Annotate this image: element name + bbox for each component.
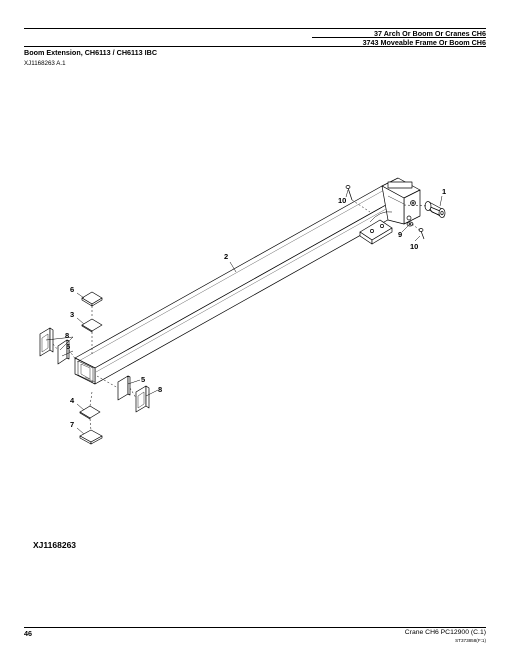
page-number: 46 — [24, 629, 32, 638]
callout-3: 3 — [70, 310, 74, 319]
header-divider — [312, 37, 486, 38]
callout-leaders — [45, 189, 443, 435]
boom-head-end — [381, 177, 421, 225]
bolt-lower — [418, 228, 425, 240]
side-pad-8-right — [135, 385, 150, 413]
figure-id: XJ1168263 — [33, 540, 77, 550]
callout-10-lower: 10 — [410, 242, 418, 251]
callout-labels: 1 2 6 3 8 5 5 8 4 7 10 9 10 — [65, 187, 446, 429]
header-top-rule — [24, 28, 486, 29]
callout-8-right: 8 — [158, 385, 162, 394]
section-title: Boom Extension, CH6113 / CH6113 IBC — [24, 48, 158, 57]
callout-7: 7 — [70, 420, 74, 429]
illustration-code: ST373858(F:1) — [455, 638, 486, 643]
callout-1: 1 — [442, 187, 446, 196]
callout-6: 6 — [70, 285, 74, 294]
callout-2: 2 — [224, 252, 228, 261]
side-shim-5-left — [57, 339, 70, 365]
callout-9: 9 — [398, 230, 402, 239]
catalog-reference: Crane CH6 PC12900 (C.1) — [404, 629, 486, 636]
header-bottom-rule — [24, 46, 486, 47]
shim-3 — [81, 318, 103, 333]
washer — [406, 221, 414, 227]
wear-pad-6 — [81, 291, 103, 307]
header-group-title: 37 Arch Or Boom Or Cranes CH6 — [374, 29, 486, 38]
mount-plate — [359, 211, 393, 245]
side-pad-8-left — [39, 327, 54, 357]
header-subgroup-title: 3743 Moveable Frame Or Boom CH6 — [362, 38, 486, 47]
section-reference: XJ1168263 A.1 — [24, 60, 66, 67]
boom-tube — [74, 185, 403, 385]
callout-5-right: 5 — [141, 375, 145, 384]
callout-8-left: 8 — [65, 331, 69, 340]
callout-5-left: 5 — [66, 342, 70, 351]
assembly-guide-lines — [52, 199, 429, 431]
pivot-pin — [424, 201, 446, 218]
bolt-upper — [345, 185, 353, 201]
footer-rule — [24, 627, 486, 628]
side-shim-5-right — [117, 375, 131, 401]
callout-4: 4 — [70, 396, 75, 405]
callout-10-upper: 10 — [338, 196, 346, 205]
wear-pad-7 — [79, 429, 103, 445]
shim-4 — [79, 405, 101, 420]
